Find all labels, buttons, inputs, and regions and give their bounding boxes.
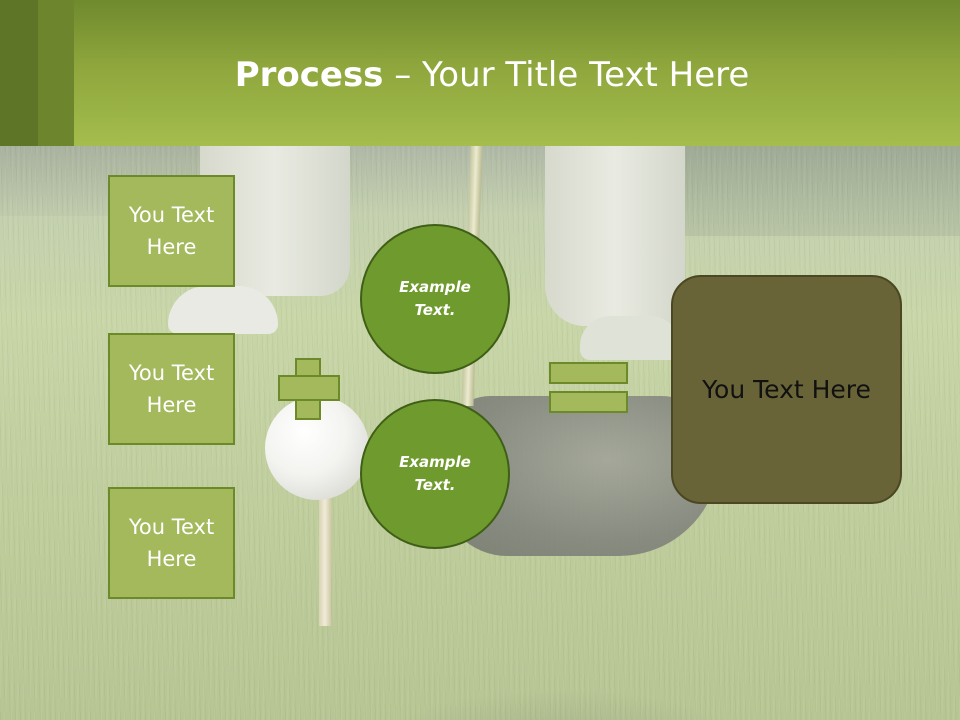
example-circle-2[interactable]: Example Text. [360, 399, 510, 549]
golfer-shoe [168, 286, 278, 334]
golfer-leg [545, 146, 685, 326]
result-label: You Text Here [702, 375, 871, 404]
circle-label: Example Text. [399, 278, 471, 319]
title-bold: Process [234, 55, 384, 95]
text-box-label: You Text Here [128, 361, 215, 417]
photo-hedge [640, 146, 960, 236]
header-stripe [0, 0, 38, 146]
golf-tee [319, 496, 331, 626]
text-box-3[interactable]: You Text Here [108, 487, 235, 599]
text-box-2[interactable]: You Text Here [108, 333, 235, 445]
slide-title: Process – Your Title Text Here [0, 52, 960, 98]
header-stripe [38, 0, 74, 146]
text-box-label: You Text Here [128, 203, 215, 259]
title-rest: – Your Title Text Here [383, 55, 750, 95]
title-banner: Process – Your Title Text Here [0, 0, 960, 146]
golfer-shoe [580, 316, 680, 360]
result-box[interactable]: You Text Here [671, 275, 902, 504]
text-box-label: You Text Here [128, 515, 215, 571]
text-box-1[interactable]: You Text Here [108, 175, 235, 287]
example-circle-1[interactable]: Example Text. [360, 224, 510, 374]
circle-label: Example Text. [399, 453, 471, 494]
